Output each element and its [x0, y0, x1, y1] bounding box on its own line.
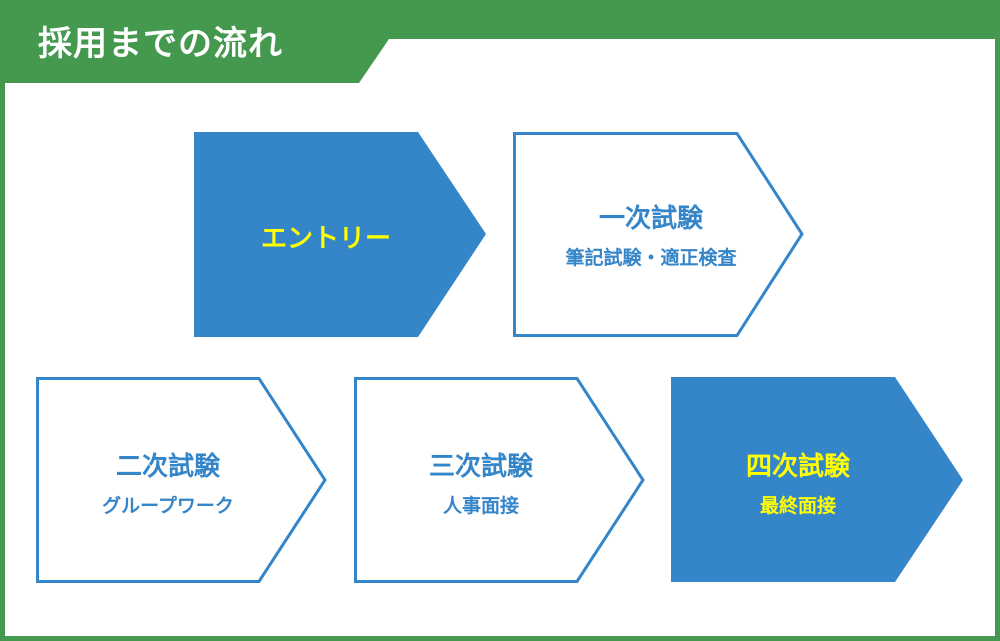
- step-main-label: 二次試験: [115, 452, 220, 482]
- step-main-label: エントリー: [260, 224, 391, 254]
- step-third-exam: 三次試験 人事面接: [361, 446, 601, 518]
- step-sub-label: グループワーク: [102, 495, 234, 517]
- step-fourth-exam: 四次試験 最終面接: [678, 446, 918, 518]
- step-sub-label: 筆記試験・適正検査: [565, 247, 737, 269]
- page-title: 採用までの流れ: [38, 24, 283, 64]
- step-second-exam: 二次試験 グループワーク: [48, 446, 288, 518]
- step-sub-label: 人事面接: [442, 495, 519, 517]
- step-main-label: 一次試験: [598, 204, 703, 234]
- step-fourth-exam-arrow: [671, 377, 963, 582]
- step-first-exam: 一次試験 筆記試験・適正検査: [531, 198, 771, 270]
- step-main-label: 三次試験: [428, 452, 533, 482]
- step-first-exam-arrow: [513, 132, 804, 337]
- step-entry: エントリー: [206, 218, 446, 255]
- step-third-exam-arrow: [354, 377, 645, 583]
- step-entry-arrow: [194, 132, 486, 337]
- step-sub-label: 最終面接: [759, 495, 836, 517]
- step-main-label: 四次試験: [745, 452, 850, 482]
- step-second-exam-arrow: [36, 377, 327, 583]
